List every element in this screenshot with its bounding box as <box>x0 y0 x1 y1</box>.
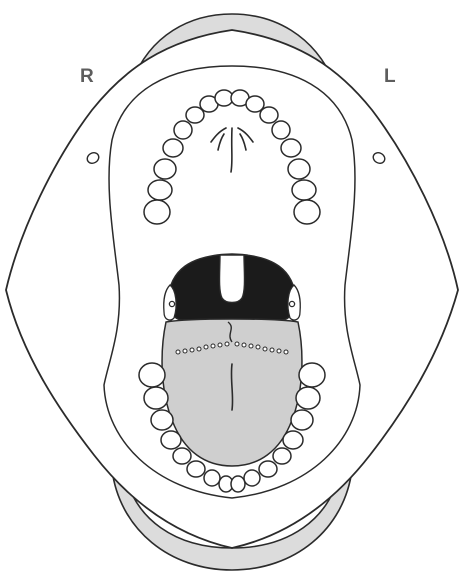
upper-tooth <box>246 96 264 112</box>
lower-tooth <box>291 410 313 430</box>
upper-tooth <box>281 139 301 157</box>
lower-tooth <box>173 448 191 464</box>
lower-tooth <box>299 363 325 387</box>
upper-tooth <box>148 180 172 200</box>
lower-tooth <box>139 363 165 387</box>
lower-tooth <box>283 431 303 449</box>
lower-tooth <box>144 387 168 409</box>
upper-tooth <box>174 121 192 139</box>
upper-tooth <box>292 180 316 200</box>
upper-tooth <box>144 200 170 224</box>
lower-tooth <box>244 470 260 486</box>
upper-tooth <box>163 139 183 157</box>
upper-tooth <box>186 107 204 123</box>
lower-tooth <box>151 410 173 430</box>
upper-tooth <box>288 159 310 179</box>
upper-tooth <box>294 200 320 224</box>
uvula <box>220 255 245 303</box>
lower-tooth <box>204 470 220 486</box>
lower-tooth <box>231 476 245 492</box>
lower-tooth <box>187 461 205 477</box>
upper-tooth <box>154 159 176 179</box>
upper-tooth <box>260 107 278 123</box>
lower-tooth <box>259 461 277 477</box>
lower-tooth <box>273 448 291 464</box>
lower-tooth <box>296 387 320 409</box>
upper-tooth <box>272 121 290 139</box>
lower-tooth <box>161 431 181 449</box>
